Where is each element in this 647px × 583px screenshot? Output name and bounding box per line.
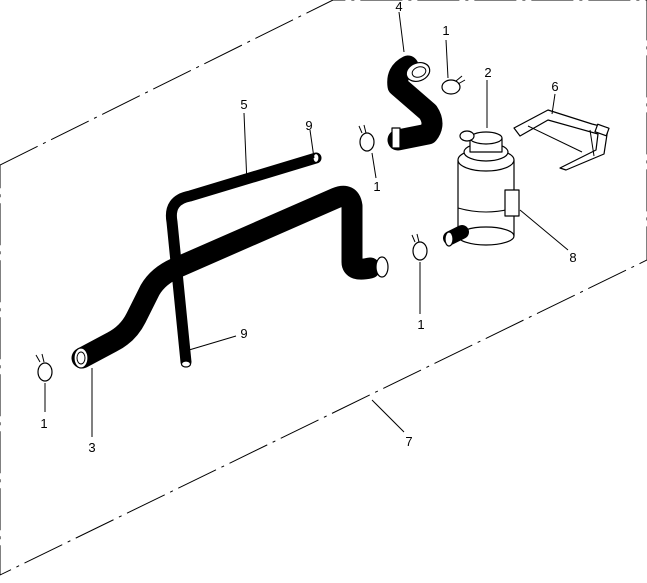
hose-elbow-part-4 xyxy=(387,55,443,151)
callout-1-lower: 1 xyxy=(417,317,424,332)
callout-1-top: 1 xyxy=(442,23,449,38)
callout-7: 7 xyxy=(405,434,412,449)
callout-1-middle: 1 xyxy=(373,179,380,194)
breather-tube-part-5 xyxy=(165,152,322,368)
hose-clamp-part-1-c xyxy=(441,75,466,95)
callout-8: 8 xyxy=(569,250,576,265)
callout-1-left: 1 xyxy=(40,416,47,431)
callout-5: 5 xyxy=(240,97,247,112)
mounting-bracket-part-6 xyxy=(513,109,610,171)
main-hose-part-3 xyxy=(71,185,389,369)
callout-4: 4 xyxy=(395,0,402,14)
callout-9-bottom: 9 xyxy=(240,326,247,341)
filter-band-part-8 xyxy=(504,189,520,217)
callout-6: 6 xyxy=(551,79,558,94)
leader-lines xyxy=(44,11,569,437)
hose-clamp-part-1-b xyxy=(358,124,375,152)
callout-9-top: 9 xyxy=(305,118,312,133)
filter-canister-part-2 xyxy=(443,130,515,247)
callout-3: 3 xyxy=(88,440,95,455)
callout-2: 2 xyxy=(484,65,491,80)
hose-clamp-part-1-a xyxy=(35,353,53,382)
hose-clamp-part-1-d xyxy=(411,233,428,261)
callout-labels: 1 1 1 1 2 3 4 5 6 7 8 9 9 xyxy=(40,0,576,455)
